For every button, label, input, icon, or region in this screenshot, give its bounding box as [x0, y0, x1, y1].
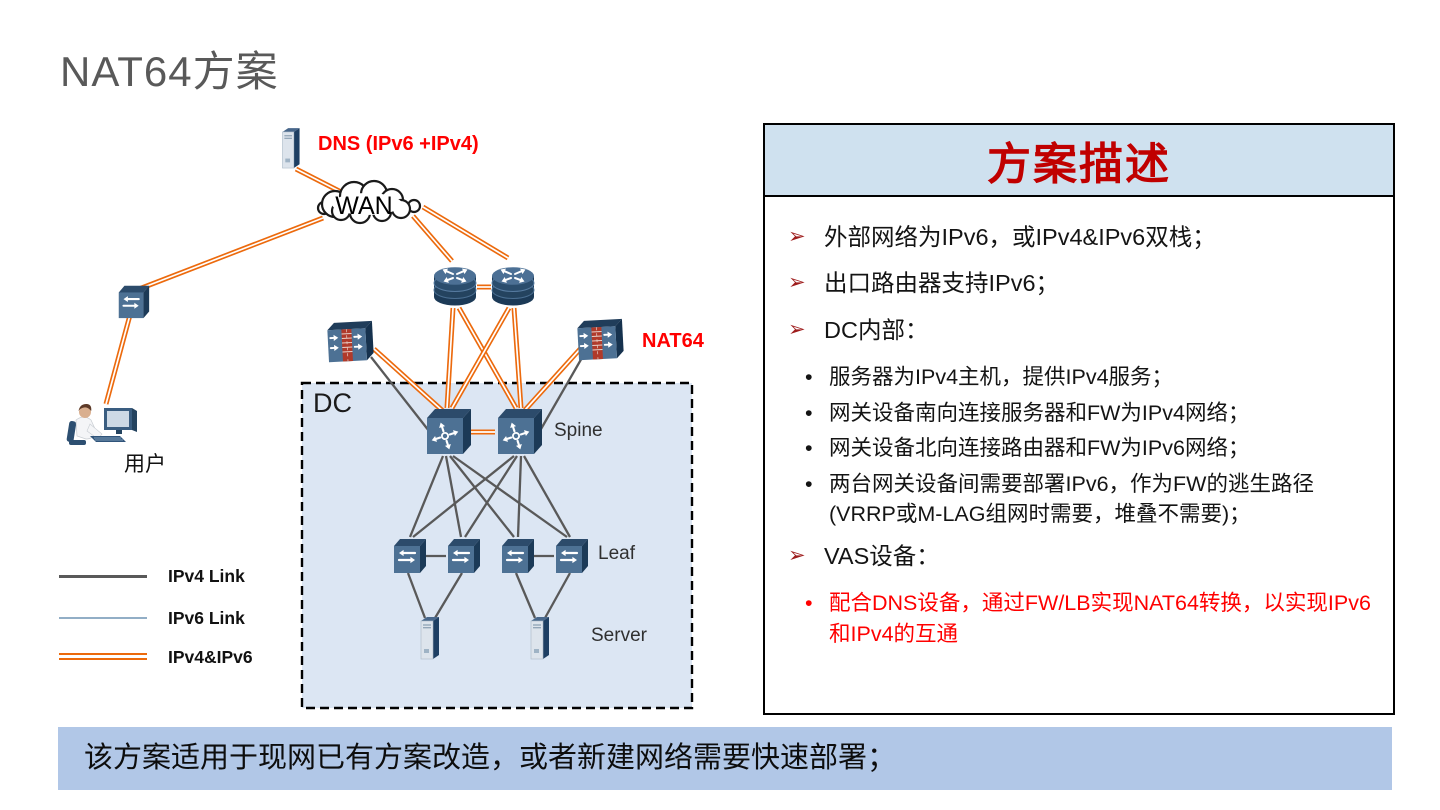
network-topology-diagram: WAN: [66, 128, 694, 710]
node-access-switch-icon: [118, 285, 150, 319]
legend-ipv4-line-swatch: [59, 575, 147, 578]
solution-description-panel: 方案描述 ➢ 外部网络为IPv6，或IPv4&IPv6双栈； ➢ 出口路由器支持IPv…: [763, 123, 1395, 715]
node-user-icon: [66, 403, 137, 445]
panel-sub-item: • 服务器为IPv4主机，提供IPv4服务；: [799, 362, 1377, 393]
node-spine-2-icon: [498, 409, 542, 454]
dc-zone-label: DC: [313, 388, 352, 418]
panel-header: 方案描述: [765, 125, 1393, 197]
link-ipv4-ipv6: [421, 204, 510, 261]
node-leaf-3-icon: [502, 539, 534, 573]
dot-bullet-icon: •: [805, 400, 813, 425]
node-server-1-icon: [420, 617, 439, 660]
node-server-2-icon: [530, 617, 549, 660]
item-text: 网关设备南向连接服务器和FW为IPv4网络；: [829, 400, 1250, 425]
link-ipv4: [514, 572, 537, 619]
arrow-bullet-icon: ➢: [788, 317, 806, 341]
node-leaf-1-icon: [394, 539, 426, 573]
link-ipv4: [516, 455, 523, 538]
link-ipv4: [464, 455, 518, 538]
legend-ipv6-label: IPv6 Link: [168, 608, 245, 628]
link-ipv4: [370, 356, 430, 432]
link-ipv4-ipv6: [511, 307, 524, 409]
bottom-banner: 该方案适用于现网已有方案改造，或者新建网络需要快速部署；: [58, 727, 1392, 790]
leaf-label: Leaf: [598, 543, 635, 564]
node-nat64-fw-left-icon: [327, 320, 374, 363]
panel-sub-item: • 配合DNS设备，通过FW/LB实现NAT64转换，以实现IPv6和IPv4的互…: [799, 588, 1377, 649]
node-router-2-icon: [491, 267, 535, 306]
legend-ipv6-line-swatch: [59, 617, 147, 619]
svg-text:WAN: WAN: [335, 192, 392, 220]
dot-bullet-icon: •: [805, 436, 813, 461]
link-ipv4-ipv6: [372, 347, 446, 414]
panel-bullet-item: ➢ 出口路由器支持IPv6；: [785, 269, 1377, 298]
panel-sub-item: • 网关设备北向连接路由器和FW为IPv6网络；: [799, 433, 1377, 464]
node-nat64-fw-right-icon: [577, 318, 624, 361]
link-ipv4: [444, 455, 463, 538]
dc-zone-box: [300, 381, 694, 710]
link-ipv4-ipv6: [444, 307, 456, 409]
link-ipv4: [452, 455, 568, 538]
arrow-bullet-icon: ➢: [788, 225, 806, 248]
link-ipv4: [523, 455, 571, 538]
nat64-label: NAT64: [642, 330, 704, 352]
banner-text: 该方案适用于现网已有方案改造，或者新建网络需要快速部署；: [84, 742, 897, 774]
panel-title: 方案描述: [987, 140, 1171, 189]
legend-ipv4-ipv6-label: IPv4&IPv6: [168, 647, 253, 667]
item-text: DC内部：: [824, 316, 929, 343]
legend-ipv4-ipv6-line-swatch: [59, 653, 147, 660]
arrow-bullet-icon: ➢: [788, 543, 806, 567]
link-ipv4-ipv6: [523, 346, 583, 412]
link-ipv4: [543, 572, 572, 619]
panel-sub-item: • 网关设备南向连接服务器和FW为IPv4网络；: [799, 398, 1377, 429]
arrow-bullet-icon: ➢: [788, 271, 806, 295]
dot-bullet-icon: •: [805, 365, 813, 390]
legend-ipv4-label: IPv4 Link: [168, 566, 245, 586]
dot-bullet-icon: •: [805, 591, 813, 616]
panel-sub-item: • 两台网关设备间需要部署IPv6，作为FW的逃生路径(VRRP或M-LAG组网时…: [799, 469, 1377, 530]
user-label: 用户: [124, 453, 166, 476]
page-title: NAT64方案: [60, 48, 279, 95]
link-ipv4-ipv6: [294, 166, 347, 197]
item-text: 出口路由器支持IPv6；: [824, 270, 1060, 297]
item-text: 服务器为IPv4主机，提供IPv4服务；: [829, 365, 1174, 390]
link-ipv4: [406, 572, 427, 619]
node-spine-1-icon: [427, 409, 471, 454]
link-ipv4-ipv6: [138, 215, 324, 292]
link-ipv4: [434, 572, 463, 619]
item-text: 配合DNS设备，通过FW/LB实现NAT64转换，以实现IPv6和IPv4的互通: [829, 591, 1371, 646]
dot-bullet-icon: •: [805, 471, 813, 496]
server-label: Server: [591, 625, 647, 646]
node-leaf-4-icon: [556, 539, 588, 573]
item-text: VAS设备：: [824, 542, 940, 569]
link-ipv4: [412, 455, 515, 538]
item-text: 两台网关设备间需要部署IPv6，作为FW的逃生路径(VRRP或M-LAG组网时需…: [829, 471, 1314, 527]
link-ipv4: [540, 355, 584, 430]
panel-body: ➢ 外部网络为IPv6，或IPv4&IPv6双栈； ➢ 出口路由器支持IPv6； ➢ DC…: [765, 197, 1393, 649]
item-text: 网关设备北向连接路由器和FW为IPv6网络；: [829, 436, 1250, 461]
panel-bullet-item: ➢ DC内部：: [785, 316, 1377, 345]
node-leaf-2-icon: [448, 539, 480, 573]
link-ipv4-ipv6: [411, 214, 454, 263]
spine-label: Spine: [554, 420, 603, 441]
link-ipv4: [449, 455, 515, 538]
link-ipv4-ipv6: [449, 306, 512, 410]
node-router-1-icon: [433, 267, 477, 306]
node-dns-server-icon: [282, 128, 300, 169]
item-text: 外部网络为IPv6，或IPv4&IPv6双栈；: [824, 224, 1216, 250]
link-ipv4: [408, 455, 445, 538]
link-ipv4-ipv6: [456, 306, 519, 410]
panel-bullet-item: ➢ VAS设备：: [785, 542, 1377, 571]
dns-label: DNS (IPv6 +IPv4): [318, 133, 479, 155]
node-wan-cloud-icon: WAN: [316, 179, 422, 225]
link-ipv4-ipv6: [103, 314, 133, 405]
panel-bullet-item: ➢ 外部网络为IPv6，或IPv4&IPv6双栈；: [785, 223, 1377, 252]
